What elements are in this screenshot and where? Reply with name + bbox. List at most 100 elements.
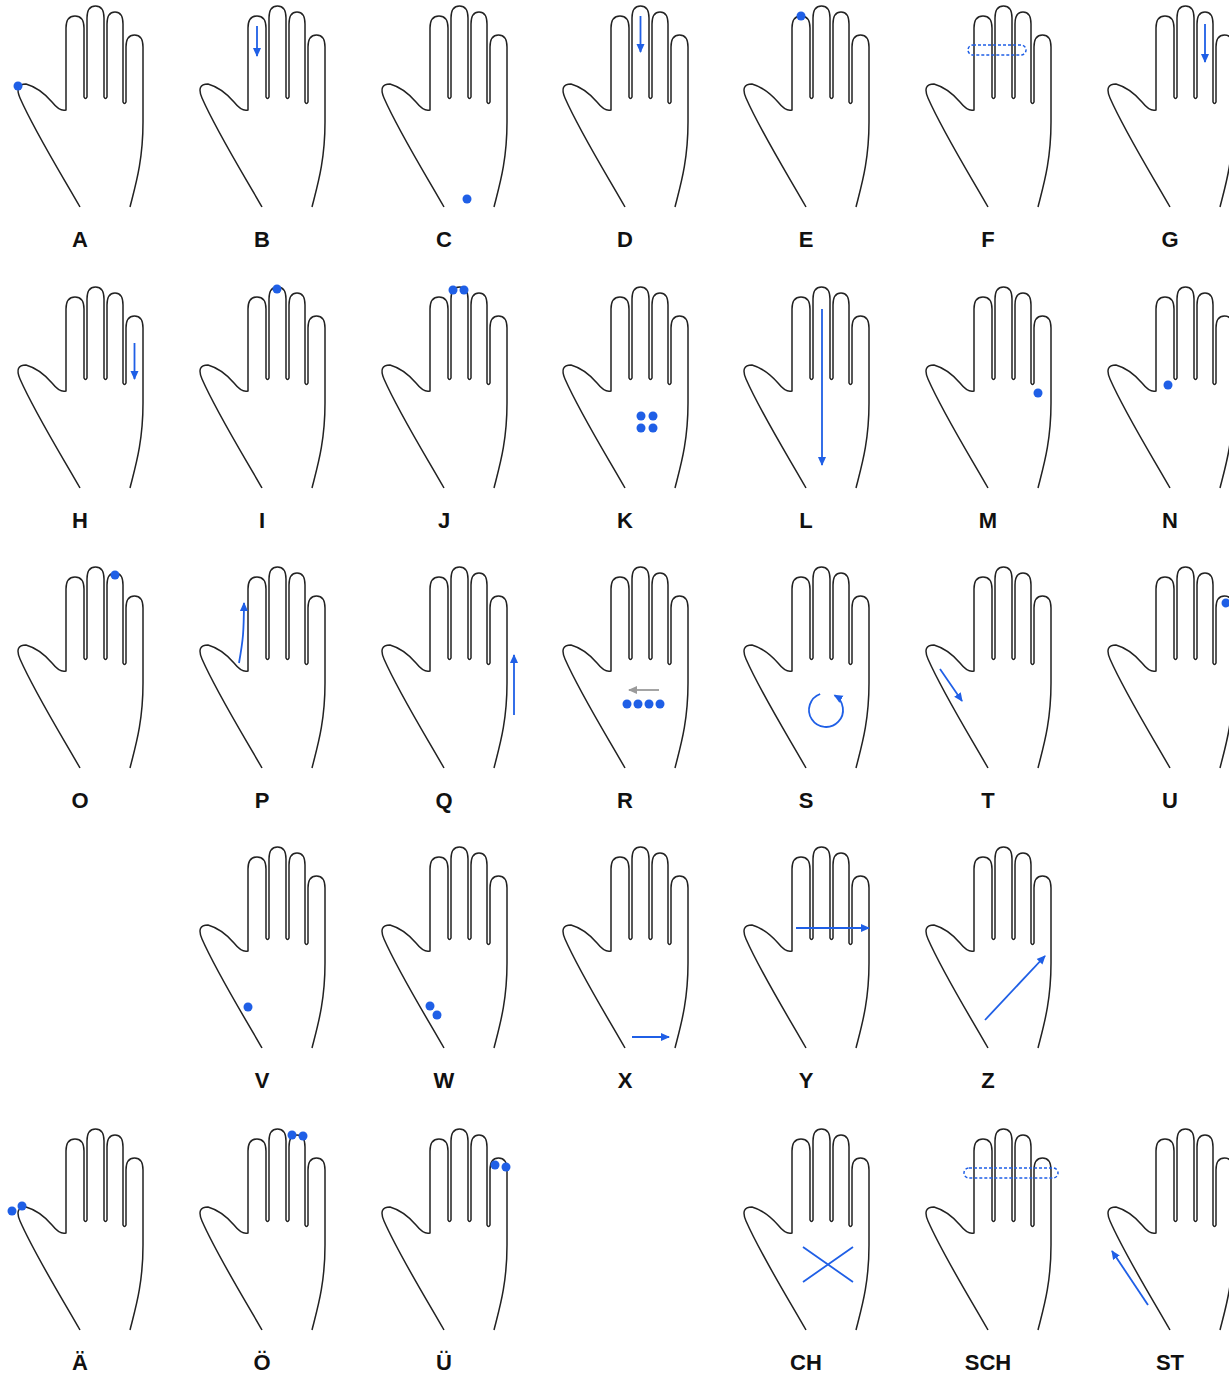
hand-outline: [200, 847, 325, 1048]
cross-mark: [803, 1247, 853, 1282]
hand-outline: [563, 287, 688, 488]
letter-label: C: [399, 227, 489, 253]
touch-dot: [502, 1163, 511, 1172]
hand-figure: [200, 285, 325, 489]
hand-outline: [1108, 6, 1229, 207]
hand-figure: [18, 287, 143, 488]
hand-figure: [382, 6, 507, 207]
stroke-arrow: [796, 927, 869, 929]
letter-label: Q: [399, 788, 489, 814]
hand-outline: [1108, 1129, 1229, 1330]
stroke-arrow: [134, 343, 136, 379]
letter-label: I: [217, 508, 307, 534]
hand-figure: [382, 286, 507, 489]
hand-figure: [926, 6, 1051, 207]
letter-label: CH: [761, 1350, 851, 1376]
touch-dot: [449, 286, 458, 295]
letter-label: T: [943, 788, 1033, 814]
letter-label: S: [761, 788, 851, 814]
stroke-arrow: [821, 309, 823, 465]
hand-figure: [563, 287, 688, 488]
hand-outline: [563, 6, 688, 207]
touch-dot: [433, 1011, 442, 1020]
hand-outline: [382, 847, 507, 1048]
hand-figure: [926, 1129, 1058, 1330]
hand-outline: [382, 567, 507, 768]
letter-label: B: [217, 227, 307, 253]
hand-figure: [382, 847, 507, 1048]
hand-figure: [563, 567, 688, 768]
hand-outline: [1108, 287, 1229, 488]
touch-dot: [460, 286, 469, 295]
hand-figure: [200, 1129, 325, 1330]
letter-label: G: [1125, 227, 1215, 253]
hand-figure: [563, 847, 688, 1048]
letter-label: M: [943, 508, 1033, 534]
letter-label: U: [1125, 788, 1215, 814]
letter-label: X: [580, 1068, 670, 1094]
encircle-mark: [968, 45, 1026, 55]
hand-figure: [926, 287, 1051, 488]
stroke-arrow: [940, 669, 962, 701]
letter-label: SCH: [943, 1350, 1033, 1376]
hand-outline: [926, 1129, 1051, 1330]
letter-label: Ü: [399, 1350, 489, 1376]
touch-dot: [637, 424, 646, 433]
hand-outline: [382, 287, 507, 488]
touch-dot: [649, 412, 658, 421]
hand-outline: [200, 1129, 325, 1330]
touch-dot: [426, 1002, 435, 1011]
hand-figure: [200, 567, 325, 768]
stroke-arrow: [985, 956, 1045, 1020]
letter-label: P: [217, 788, 307, 814]
touch-dot: [649, 424, 658, 433]
touch-dot: [637, 412, 646, 421]
hand-figure: [744, 567, 869, 768]
touch-dot: [18, 1202, 27, 1211]
stroke-arrow: [1112, 1251, 1148, 1305]
letter-label: J: [399, 508, 489, 534]
letter-label: R: [580, 788, 670, 814]
letter-label: K: [580, 508, 670, 534]
stroke-arrow: [629, 689, 659, 691]
hand-outline: [926, 567, 1051, 768]
stroke-arrow: [1204, 24, 1206, 62]
hand-outline: [200, 6, 325, 207]
hand-figure: [1108, 287, 1229, 488]
hand-outline: [18, 6, 143, 207]
hand-outline: [563, 847, 688, 1048]
touch-dot: [463, 195, 472, 204]
touch-dot: [1222, 599, 1229, 608]
hand-outline: [744, 6, 869, 207]
hand-outline: [744, 847, 869, 1048]
letter-label: A: [35, 227, 125, 253]
touch-dot: [656, 700, 665, 709]
letter-label: Z: [943, 1068, 1033, 1094]
hand-outline: [200, 567, 325, 768]
hand-figure: [1108, 567, 1229, 768]
hand-figure: [744, 1129, 869, 1330]
hand-figure: [200, 6, 325, 207]
hand-figure: [926, 567, 1051, 768]
letter-label: V: [217, 1068, 307, 1094]
encircle-mark: [964, 1168, 1058, 1178]
hand-outline: [382, 1129, 507, 1330]
stroke-arrow: [632, 1036, 669, 1038]
touch-dot: [623, 700, 632, 709]
touch-dot: [244, 1003, 253, 1012]
touch-dot: [111, 571, 120, 580]
hand-figure: [14, 6, 144, 207]
stroke-arrow: [256, 26, 258, 56]
circle-arrow: [809, 694, 843, 727]
hand-outline: [1108, 567, 1229, 768]
hand-outline: [744, 567, 869, 768]
stroke-arrow: [239, 603, 244, 663]
hand-figure: [563, 6, 688, 207]
hand-outline: [18, 1129, 143, 1330]
touch-dot: [491, 1161, 500, 1170]
hand-outline: [926, 6, 1051, 207]
hand-outline: [563, 567, 688, 768]
letter-label: L: [761, 508, 851, 534]
